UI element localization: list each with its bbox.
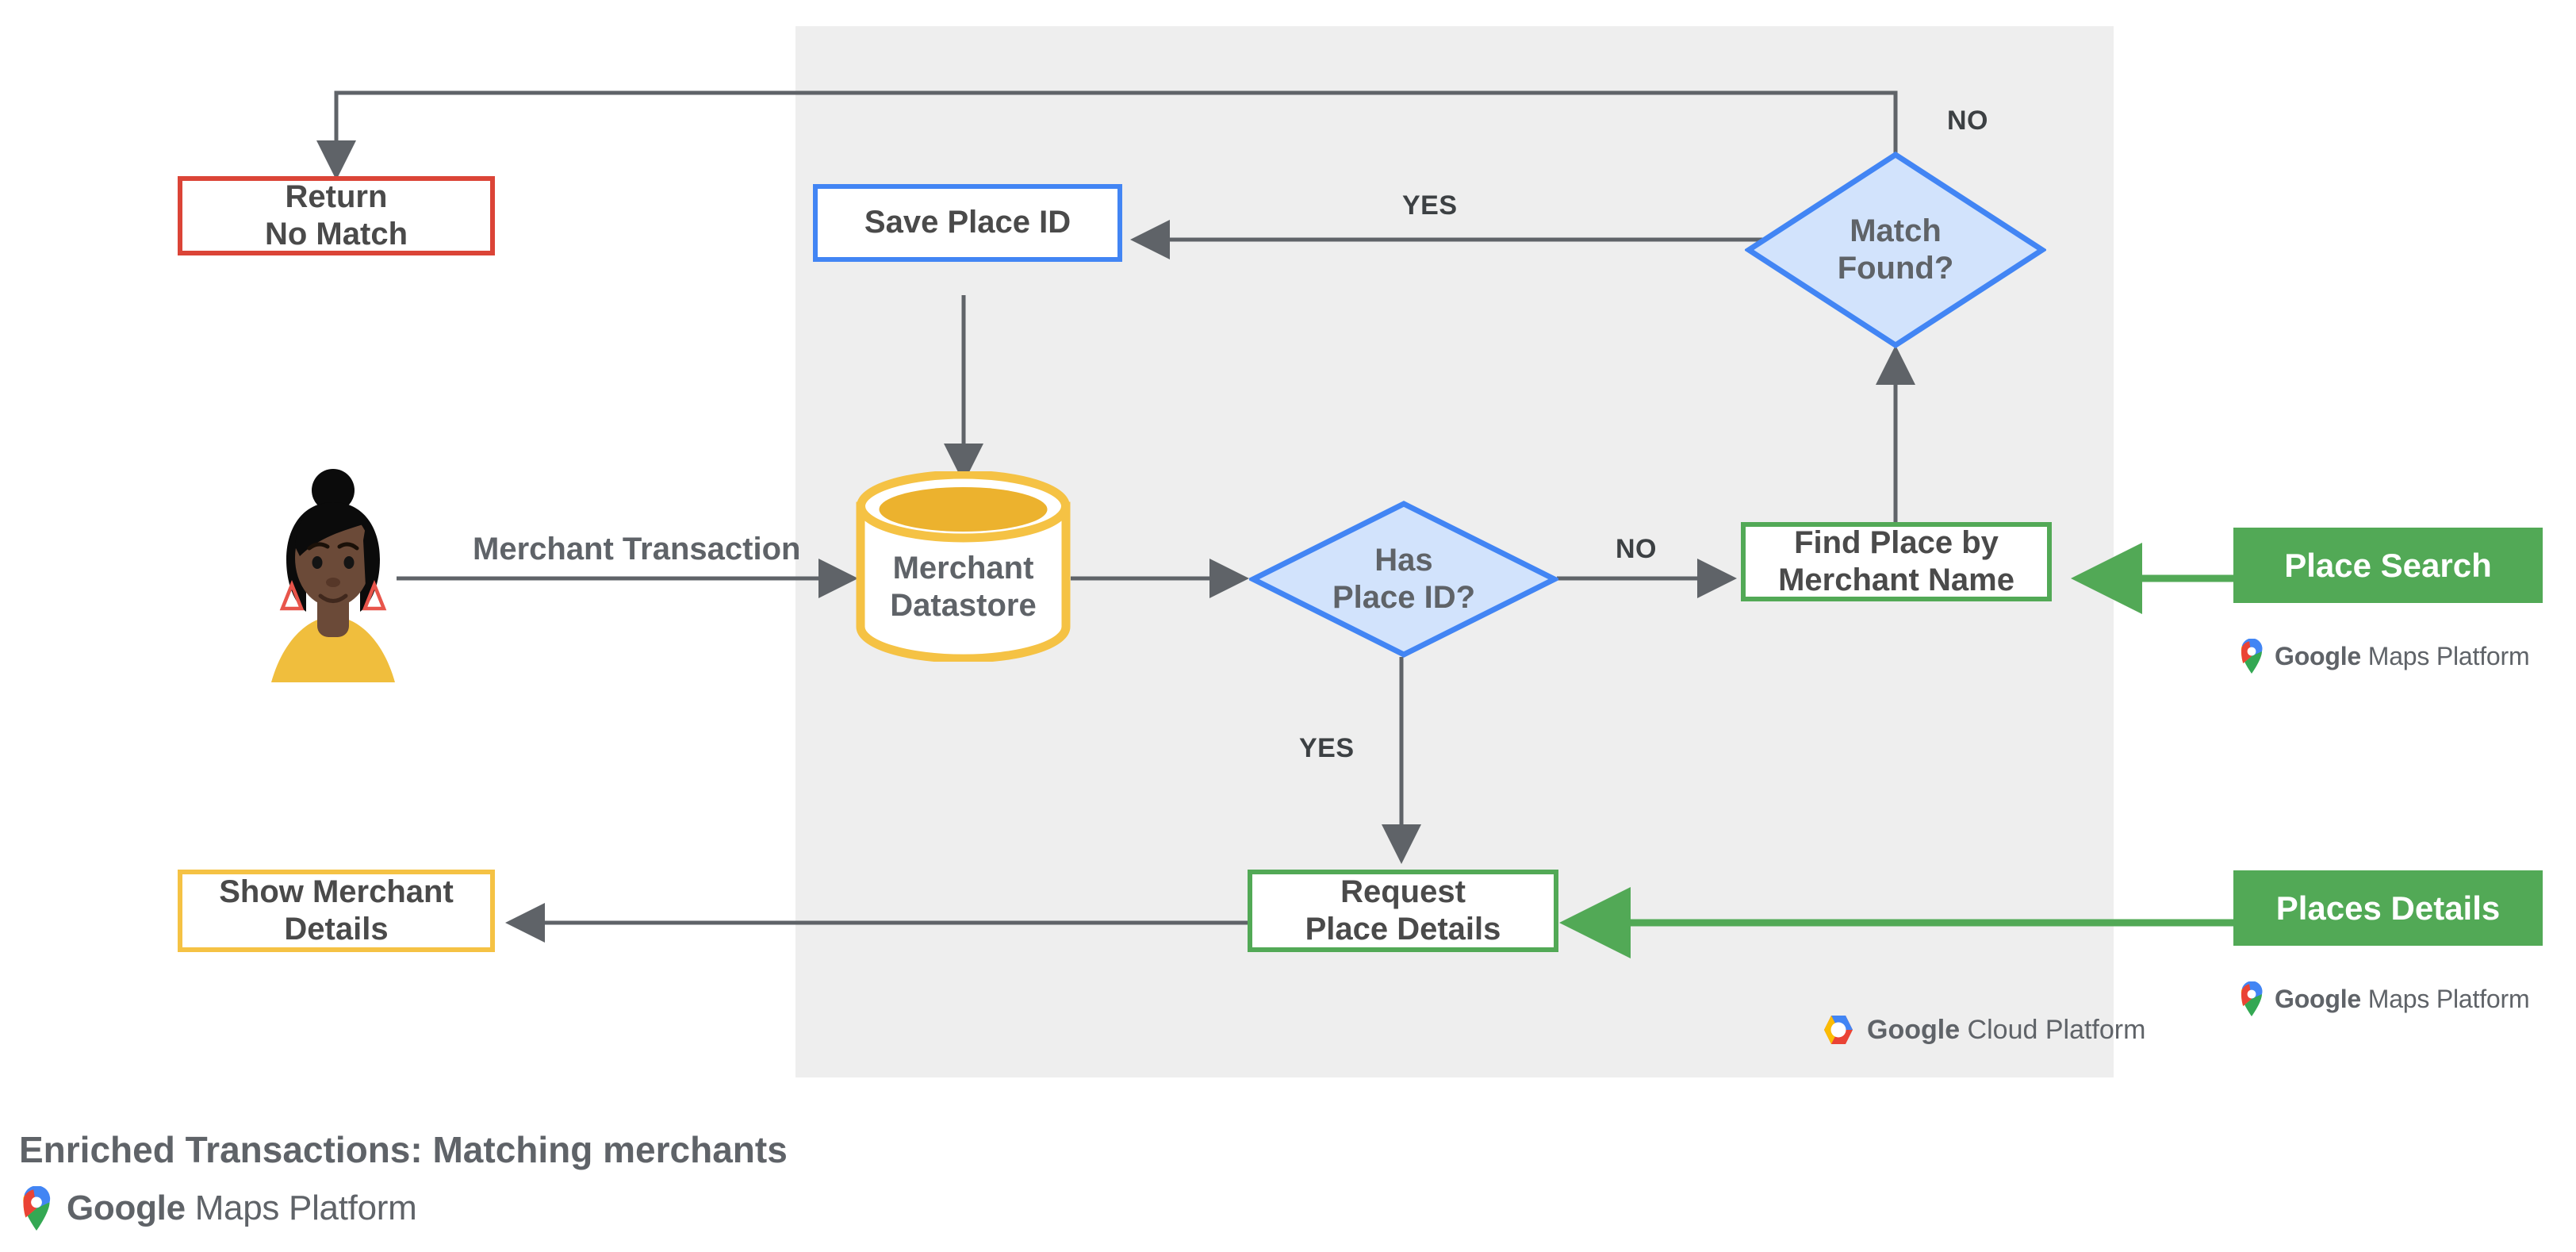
google-maps-pin-icon [23,1186,51,1231]
caption-maps-platform-lockup: Google Maps Platform [19,1186,417,1231]
lockup-text: Google Maps Platform [2275,641,2530,670]
node-has-place-id[interactable]: Has Place ID? [1249,500,1558,659]
node-request-place-details-label: Request Place Details [1305,874,1501,947]
diagram-caption: Enriched Transactions: Matching merchant… [19,1129,788,1170]
node-find-place-label: Find Place by Merchant Name [1778,524,2014,597]
merchant-customer-avatar [262,464,404,682]
edge-label-has-place-id-yes: YES [1299,733,1355,763]
lockup-text: Google Cloud Platform [1867,1014,2146,1045]
node-has-place-id-label: Has Place ID? [1332,542,1476,615]
node-merchant-datastore-label: Merchant Datastore [890,550,1037,623]
google-cloud-hexagon-icon [1824,1016,1853,1044]
node-show-merchant-details-label: Show Merchant Details [219,874,454,947]
google-maps-pin-icon [2241,639,2263,674]
place-search-maps-platform-lockup: Google Maps Platform [2238,639,2530,674]
cylinder-shape [856,471,1071,662]
lockup-text: Google Maps Platform [67,1189,417,1227]
node-places-details-label: Places Details [2275,889,2501,927]
diamond-shape [1745,151,2046,349]
edge-label-merchant-transaction: Merchant Transaction [473,532,801,566]
node-return-no-match[interactable]: Return No Match [178,176,495,255]
node-match-found-label: Match Found? [1837,213,1954,286]
node-place-search-label: Place Search [2284,546,2492,584]
node-save-place-id[interactable]: Save Place ID [813,184,1122,262]
diamond-shape [1249,501,1558,658]
node-return-no-match-label: Return No Match [265,179,408,252]
google-maps-pin-icon [2241,981,2263,1016]
node-request-place-details[interactable]: Request Place Details [1248,870,1558,952]
node-merchant-datastore[interactable]: Merchant Datastore [854,471,1072,662]
node-save-place-id-label: Save Place ID [864,205,1071,240]
edge-label-match-found-no: NO [1947,106,1988,136]
node-place-search[interactable]: Place Search [2233,528,2543,603]
node-show-merchant-details[interactable]: Show Merchant Details [178,870,495,952]
node-places-details[interactable]: Places Details [2233,870,2543,946]
lockup-text: Google Maps Platform [2275,984,2530,1013]
person-avatar-icon [271,469,395,682]
google-cloud-platform-lockup: Google Cloud Platform [1821,1014,2145,1046]
node-match-found[interactable]: Match Found? [1745,151,2046,349]
node-find-place-by-merchant-name[interactable]: Find Place by Merchant Name [1741,522,2052,601]
places-details-maps-platform-lockup: Google Maps Platform [2238,981,2530,1016]
edge-label-match-found-yes: YES [1402,190,1458,221]
edge-label-has-place-id-no: NO [1616,534,1657,564]
